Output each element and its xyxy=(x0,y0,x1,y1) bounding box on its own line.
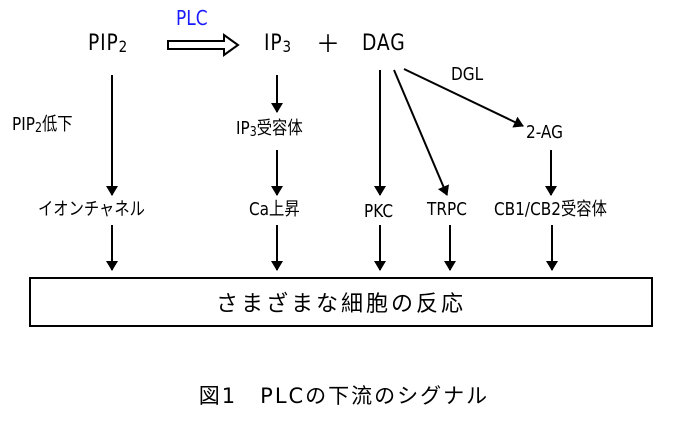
ip3-base: IP xyxy=(264,31,283,56)
node-pkc: PKC xyxy=(364,201,394,222)
node-dag: DAG xyxy=(362,31,406,56)
enzyme-label-dgl: DGL xyxy=(451,64,484,85)
result-box: さまざまな細胞の反応 xyxy=(29,277,653,327)
pip2-decrease-subscript: 2 xyxy=(34,120,42,136)
node-trpc: TRPC xyxy=(427,199,467,220)
ip3-receptor-suffix: 受容体 xyxy=(256,118,303,139)
plc-hollow-arrow xyxy=(167,33,240,57)
plus-sign: ＋ xyxy=(316,30,340,58)
arrow-dag-to-trpc xyxy=(393,69,450,196)
enzyme-label-plc: PLC xyxy=(176,6,208,30)
pip2-decrease-base: PIP xyxy=(12,114,35,135)
node-ip3-receptor: IP3受容体 xyxy=(236,118,303,140)
figure-caption: 図1 PLCの下流のシグナル xyxy=(198,384,490,408)
label-pip2-decrease: PIP2低下 xyxy=(12,114,73,136)
ip3-receptor-subscript: 3 xyxy=(249,124,257,140)
pip2-decrease-suffix: 低下 xyxy=(41,114,73,135)
node-cb-receptor: CB1/CB2受容体 xyxy=(494,199,607,220)
ip3-subscript: 3 xyxy=(282,36,292,56)
result-text: さまざまな細胞の反応 xyxy=(215,292,466,317)
node-ca-rise: Ca上昇 xyxy=(249,199,300,220)
ip3-receptor-base: IP xyxy=(236,118,250,139)
pip2-subscript: 2 xyxy=(118,36,129,56)
arrow-dag-to-2ag xyxy=(403,68,524,128)
node-ip3: IP3 xyxy=(264,33,292,55)
node-2-ag: 2-AG xyxy=(526,122,563,143)
pip2-base: PIP xyxy=(88,31,119,56)
node-pip2: PIP2 xyxy=(88,33,128,55)
node-ion-channel: イオンチャネル xyxy=(38,199,145,220)
